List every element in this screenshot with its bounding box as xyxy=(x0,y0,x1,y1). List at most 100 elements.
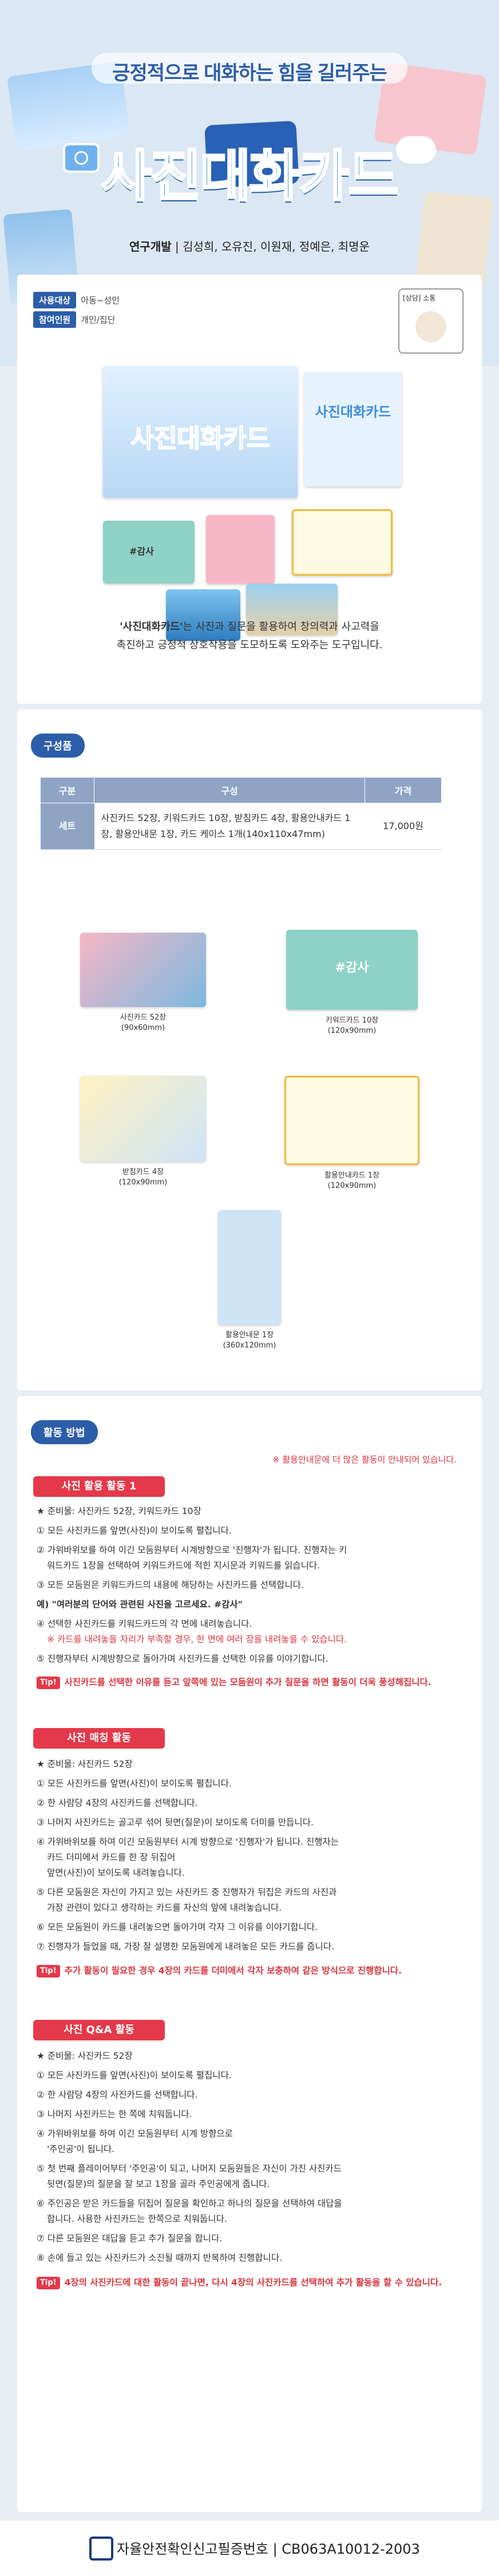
activity-3-line: ⑧ 손에 들고 있는 사진카드가 소진될 때까지 반복하여 진행합니다. xyxy=(37,2253,283,2263)
description-bold: '사진대화카드' xyxy=(120,621,183,633)
activity-3-line: ② 한 사람당 4장의 사진카드를 선택합니다. xyxy=(37,2090,198,2100)
activity-1-line: 워드카드 1장을 선택하여 키워드카드에 적힌 지시문과 키워드를 읽습니다. xyxy=(47,1560,320,1571)
tag-value: 아동~성인 xyxy=(81,295,120,306)
base-card-image xyxy=(80,1076,206,1162)
activity-2-line: ① 모든 사진카드를 앞면(사진)이 보이도록 펼칩니다. xyxy=(37,1778,232,1789)
component-caption: 활용안내카드 1장 (120x90mm) xyxy=(324,1171,380,1190)
activity-card xyxy=(17,1396,482,2512)
activity-2-tip: Tip! 추가 활동이 필요한 경우 4장의 카드를 더미에서 각자 보충하여 같… xyxy=(37,1963,449,1979)
table-header: 가격 xyxy=(365,777,442,803)
tag-target: 사용대상 아동~성인 xyxy=(33,292,124,308)
keyword-card-sample: #감사 xyxy=(103,521,195,584)
component-caption: 키워드카드 10장 (120x90mm) xyxy=(325,1016,379,1035)
activity-1-tip: Tip!사진카드를 선택한 이유를 듣고 앞쪽에 있는 모둠원이 추가 질문을 … xyxy=(37,1674,449,1690)
activity-3-line: ① 모든 사진카드를 앞면(사진)이 보이도록 펼칩니다. xyxy=(37,2070,232,2080)
photo-card-sample xyxy=(246,584,338,635)
activity-2-line: ④ 가위바위보를 하여 이긴 모둠원부터 시계 방향으로 '진행자'가 됩니다.… xyxy=(37,1837,339,1847)
photo-card-image xyxy=(80,933,206,1007)
camera-icon xyxy=(63,143,100,173)
guide-sheet-image xyxy=(218,1210,281,1325)
component-guide-sheet: 활용안내문 1장 (360x120mm) xyxy=(204,1210,295,1351)
authors-label: 연구개발 xyxy=(129,240,172,253)
table-cell-label: 세트 xyxy=(40,803,94,850)
dog-icon xyxy=(415,311,446,342)
table-header: 구성 xyxy=(94,777,365,803)
component-caption: 사진카드 52장 (90x60mm) xyxy=(120,1013,167,1032)
activity-1-title: 사진 활용 활동 1 xyxy=(33,1476,165,1497)
activity-3-line: 합니다. 사용한 사진카드는 한쪽으로 치워둡니다. xyxy=(47,2214,227,2224)
tip-text: 추가 활동이 필요한 경우 4장의 카드를 더미에서 각자 보충하여 같은 방식… xyxy=(64,1965,402,1976)
photo-card-sample xyxy=(166,589,240,641)
authors-names: 김성희, 오유진, 이원재, 정예은, 최명운 xyxy=(183,240,370,253)
authors-line: 연구개발 | 김성희, 오유진, 이원재, 정예은, 최명운 xyxy=(129,240,370,253)
product-box-title: 사진대화카드 xyxy=(130,424,271,453)
components-heading: 구성품 xyxy=(31,734,85,758)
activity-3-line: ⑦ 다른 모둠원은 대답을 듣고 추가 질문을 합니다. xyxy=(37,2233,223,2244)
description-rest: 는 사진과 질문을 활용하여 창의력과 사고력을 xyxy=(183,621,379,633)
activity-2-line: ③ 나머지 사진카드는 골고루 섞어 뒷면(질문)이 보이도록 더미를 만듭니다… xyxy=(37,1817,314,1828)
kc-mark-icon xyxy=(89,2537,113,2561)
subtitle-background xyxy=(92,53,407,84)
tag-value: 개인/집단 xyxy=(81,315,116,325)
table-row: 세트 사진카드 52장, 키워드카드 10장, 받침카드 4장, 활용안내카드 … xyxy=(40,803,442,850)
activity-3-line: ④ 가위바위보를 하여 이긴 모둠원부터 시계 방향으로 xyxy=(37,2129,233,2139)
activity-3-line: ③ 나머지 사진카드는 한 쪽에 치워둡니다. xyxy=(37,2109,192,2119)
description-line2: 촉진하고 긍정적 상호작용을 도모하도록 도와주는 도구입니다. xyxy=(116,639,383,651)
activity-3-line: ★ 준비물: 사진카드 52장 xyxy=(37,2051,133,2061)
product-image: 사진대화카드 사진대화카드 #감사 xyxy=(80,355,418,641)
tip-badge: Tip! xyxy=(37,1965,60,1977)
component-caption: 받침카드 4장 (120x90mm) xyxy=(118,1168,168,1187)
activity-3-line: ⑥ 주인공은 받은 카드들을 뒤집어 질문을 확인하고 하나의 질문을 선택하여… xyxy=(37,2198,342,2209)
tag-label: 사용대상 xyxy=(33,292,77,308)
hero-subtitle: 긍정적으로 대화하는 힘을 길러주는 xyxy=(112,62,387,84)
activity-1-line: ② 가위바위보를 하여 이긴 모둠원부터 시계방향으로 '진행자'가 됩니다. … xyxy=(37,1545,347,1555)
activity-3-line: ⑤ 첫 번째 플레이어부터 '주인공'이 되고, 나머지 모둠원들은 자신이 가… xyxy=(37,2163,342,2174)
activity-1-example: 예) "여러분의 단어와 관련된 사진을 고르세요. #감사" xyxy=(37,1599,243,1610)
activity-notice: ※ 활용안내문에 더 많은 활동이 안내되어 있습니다. xyxy=(272,1455,457,1465)
tip-badge: Tip! xyxy=(37,1677,60,1689)
activity-2-line: 카드 더미에서 카드를 한 장 뒤집어 xyxy=(47,1852,176,1862)
activity-3-line: 뒷면(질문)의 질문을 잘 보고 1장을 골라 주인공에게 줍니다. xyxy=(47,2179,270,2189)
footer-certification: 자율안전확인신고필증번호 | CB063A10012-2003 xyxy=(117,2541,420,2557)
intro-description: '사진대화카드'는 사진과 질문을 활용하여 창의력과 사고력을 촉진하고 긍정… xyxy=(17,618,482,655)
product-box-side: 사진대화카드 xyxy=(304,372,402,486)
keyword-card-text: #감사 xyxy=(335,961,369,975)
activity-heading: 활동 방법 xyxy=(31,1420,98,1444)
tag-label: 참여인원 xyxy=(33,311,77,328)
category-label: [상담] 소통 xyxy=(403,294,436,302)
component-caption: 활용안내문 1장 (360x120mm) xyxy=(223,1331,276,1350)
activity-2-line: 앞면(사진)이 보이도록 내려놓습니다. xyxy=(47,1868,185,1878)
component-guide-card: 활용안내카드 1장 (120x90mm) xyxy=(280,1076,423,1191)
activity-2-line: ⑤ 다른 모둠원은 자신이 가지고 있는 사진카드 중 진행자가 뒤집은 카드의… xyxy=(37,1887,337,1897)
activity-2-title: 사진 매칭 활동 xyxy=(33,1728,165,1749)
keyword-card-image: #감사 xyxy=(286,930,418,1010)
table-cell-price: 17,000원 xyxy=(365,803,442,850)
component-keyword-cards: #감사 키워드카드 10장 (120x90mm) xyxy=(280,930,423,1036)
pink-card-sample xyxy=(206,515,275,584)
guide-card-image xyxy=(284,1076,419,1165)
activity-3-tip: Tip!4장의 사진카드에 대한 활동이 끝나면, 다시 4장의 사진카드를 선… xyxy=(37,2274,449,2290)
activity-2-line: ★ 준비물: 사진카드 52장 xyxy=(37,1759,133,1769)
activity-2-line: 가장 관련이 있다고 생각하는 카드를 자신의 앞에 내려놓습니다. xyxy=(47,1903,282,1913)
product-box: 사진대화카드 xyxy=(103,366,298,498)
activity-1-line: ④ 선택한 사진카드를 키워드카드의 각 면에 내려놓습니다. xyxy=(37,1619,252,1629)
product-box-side-title: 사진대화카드 xyxy=(315,405,391,420)
intro-card: 사용대상 아동~성인 참여인원 개인/집단 [상담] 소통 사진대화카드 사진대화카… xyxy=(17,275,482,704)
activity-1-note: ※ 카드를 내려놓을 자리가 부족할 경우, 한 면에 여러 장을 내려놓을 수… xyxy=(47,1634,347,1644)
activity-1-line: ⑤ 진행자부터 시계방향으로 돌아가며 사진카드를 선택한 이유를 이야기합니다… xyxy=(37,1654,328,1664)
guide-card-sample xyxy=(292,509,393,576)
tag-participants: 참여인원 개인/집단 xyxy=(33,311,120,328)
component-photo-cards: 사진카드 52장 (90x60mm) xyxy=(74,933,212,1033)
activity-1-line: ③ 모든 모둠원은 키워드카드의 내용에 해당하는 사진카드를 선택합니다. xyxy=(37,1580,304,1590)
activity-3-line: '주인공'이 됩니다. xyxy=(47,2144,115,2154)
activity-2-line: ② 한 사람당 4장의 사진카드를 선택합니다. xyxy=(37,1798,198,1808)
table-header: 구분 xyxy=(40,777,94,803)
footer: 자율안전확인신고필증번호 | CB063A10012-2003 xyxy=(0,2520,499,2576)
category-badge: [상담] 소통 xyxy=(398,288,464,354)
hero-title: 사진대화카드 xyxy=(100,145,400,208)
activity-2-line: ⑥ 모든 모둠원이 카드를 내려놓으면 돌아가며 각자 그 이유를 이야기합니다… xyxy=(37,1922,318,1932)
table-header-row: 구분 구성 가격 xyxy=(40,777,442,803)
tip-text: 4장의 사진카드에 대한 활동이 끝나면, 다시 4장의 사진카드를 선택하여 … xyxy=(64,2277,442,2288)
chat-bubble-icon xyxy=(396,136,436,164)
